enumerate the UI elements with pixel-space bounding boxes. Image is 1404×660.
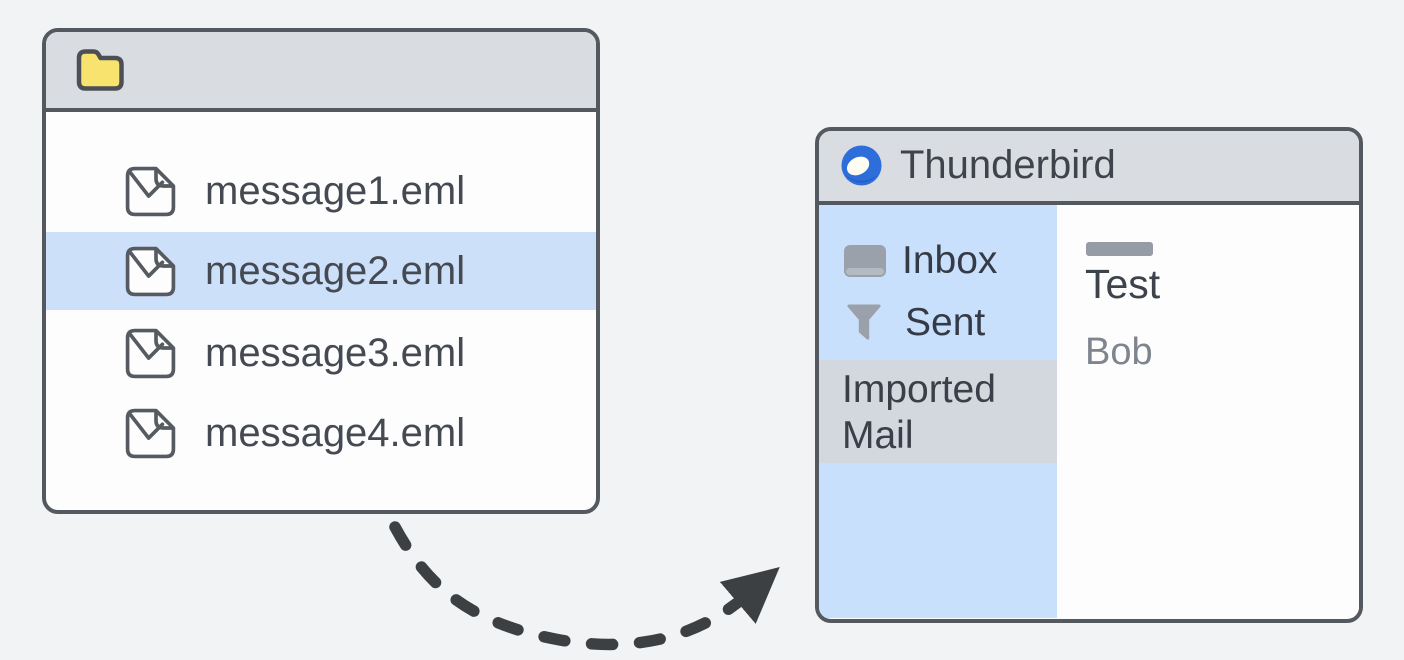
sidebar-item-sent[interactable]: Sent xyxy=(819,300,1057,346)
eml-file-icon xyxy=(125,166,176,216)
sidebar-item-inbox[interactable]: Inbox xyxy=(819,238,1057,284)
file-row-message4[interactable]: message4.eml xyxy=(46,394,596,472)
file-row-message1[interactable]: message1.eml xyxy=(46,152,596,230)
file-name: message2.eml xyxy=(205,248,466,293)
file-manager-titlebar xyxy=(46,32,596,112)
sent-filter-icon xyxy=(846,303,890,343)
thunderbird-window: Thunderbird Inbox xyxy=(815,127,1363,623)
list-header-placeholder-bar xyxy=(1086,241,1153,256)
message-subject[interactable]: Test xyxy=(1085,260,1161,307)
sidebar-item-label: Imported Mail xyxy=(842,367,996,457)
message-list-pane: Test Bob xyxy=(1057,204,1359,618)
file-manager-window: message1.eml message2.eml message3.eml xyxy=(42,28,600,514)
eml-file-icon xyxy=(125,328,176,378)
eml-file-icon xyxy=(125,408,176,458)
folder-pane: Inbox Sent Imported Mail xyxy=(819,204,1057,618)
sidebar-item-label: Inbox xyxy=(902,238,998,282)
file-name: message1.eml xyxy=(205,168,466,213)
app-title: Thunderbird xyxy=(900,143,1116,188)
file-row-message2-selected[interactable]: message2.eml xyxy=(46,232,596,310)
file-name: message3.eml xyxy=(205,330,466,375)
thunderbird-body: Inbox Sent Imported Mail Test Bo xyxy=(819,204,1359,618)
thunderbird-logo-icon xyxy=(841,145,882,186)
message-sender: Bob xyxy=(1085,330,1153,373)
import-direction-arrow-icon xyxy=(389,521,780,651)
eml-file-icon xyxy=(125,246,176,296)
file-row-message3[interactable]: message3.eml xyxy=(46,314,596,392)
sidebar-item-label: Sent xyxy=(905,300,986,344)
folder-icon xyxy=(76,49,124,91)
file-list: message1.eml message2.eml message3.eml xyxy=(46,112,596,509)
inbox-icon xyxy=(843,244,887,278)
thunderbird-titlebar: Thunderbird xyxy=(819,131,1359,205)
sidebar-item-imported-mail-selected[interactable]: Imported Mail xyxy=(819,359,1057,463)
file-name: message4.eml xyxy=(205,410,466,455)
